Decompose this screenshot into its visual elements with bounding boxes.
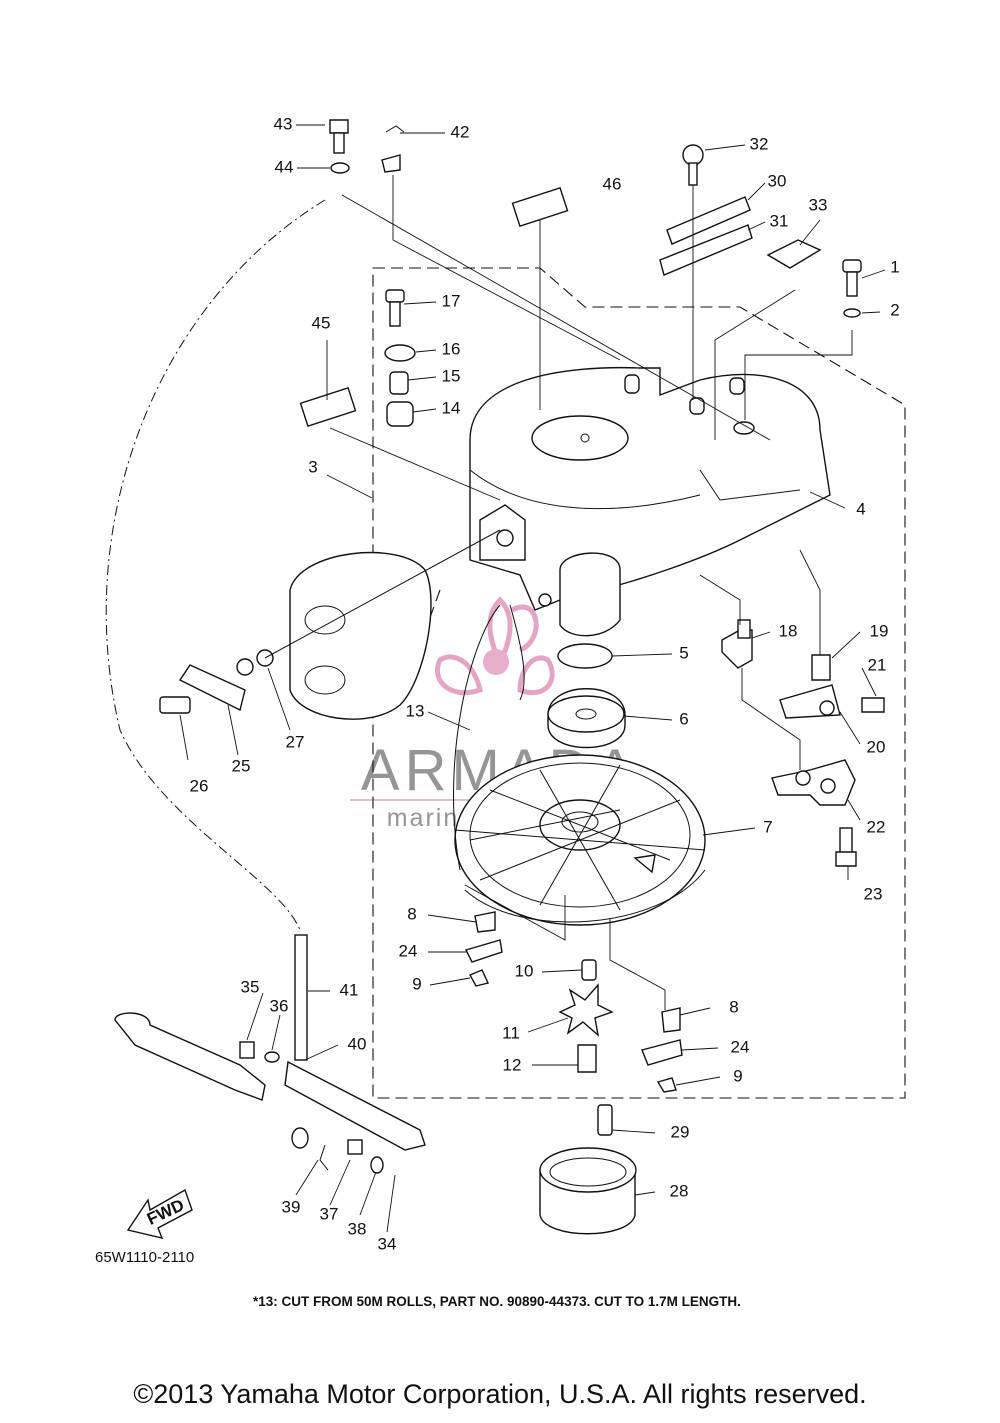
top-hardware (299, 119, 862, 428)
callout-40: 40 (348, 1034, 367, 1053)
callout-44: 44 (275, 157, 294, 176)
callout-33: 33 (809, 195, 828, 214)
drawing-code: 65W1110-2110 (95, 1249, 194, 1266)
callout-26: 26 (190, 776, 209, 795)
callout-37: 37 (320, 1204, 339, 1223)
callout-27: 27 (286, 732, 305, 751)
assembly-boundary (372, 267, 906, 1099)
propeller-hub-icon (483, 649, 509, 675)
starter-rope (453, 604, 525, 871)
callout-20: 20 (867, 737, 886, 756)
callout-5: 5 (679, 643, 688, 662)
rope-handle (159, 529, 501, 714)
callout-29: 29 (671, 1122, 690, 1141)
callout-32: 32 (750, 134, 769, 153)
callout-14: 14 (442, 398, 461, 417)
callout-8-lower: 8 (729, 997, 738, 1016)
callout-1: 1 (890, 257, 899, 276)
leader-lines (179, 124, 886, 1233)
part-callouts: 1 2 3 4 5 6 7 8 8 9 9 10 11 12 13 14 15 … (190, 114, 900, 1253)
sheave-drum (454, 754, 706, 926)
callout-30: 30 (768, 171, 787, 190)
callout-3: 3 (308, 457, 317, 476)
callout-46: 46 (603, 174, 622, 193)
callout-16: 16 (442, 339, 461, 358)
starter-housing (469, 366, 831, 637)
footnote: *13: CUT FROM 50M ROLLS, PART NO. 90890-… (253, 1294, 741, 1309)
callout-4: 4 (856, 499, 865, 518)
callout-19: 19 (870, 621, 889, 640)
copyright: ©2013 Yamaha Motor Corporation, U.S.A. A… (133, 1379, 866, 1409)
callout-7: 7 (763, 817, 772, 836)
callout-2: 2 (890, 300, 899, 319)
callout-24-upper: 24 (399, 941, 418, 960)
callout-45: 45 (312, 313, 331, 332)
cover-plate (539, 1104, 637, 1235)
callout-25: 25 (232, 756, 251, 775)
callout-6: 6 (679, 709, 688, 728)
handle-grip (289, 551, 432, 720)
callout-23: 23 (864, 884, 883, 903)
callout-12: 12 (503, 1055, 522, 1074)
callout-39: 39 (282, 1197, 301, 1216)
fwd-arrow-icon: FWD (126, 1188, 193, 1239)
callout-36: 36 (270, 996, 289, 1015)
throttle-linkage (114, 934, 426, 1174)
callout-31: 31 (770, 211, 789, 230)
callout-13: 13 (406, 701, 425, 720)
callout-10: 10 (515, 961, 534, 980)
lockout-parts (721, 619, 885, 867)
callout-41: 41 (340, 980, 359, 999)
callout-28: 28 (670, 1181, 689, 1200)
callout-21: 21 (868, 655, 887, 674)
ratchet-parts (464, 911, 683, 1093)
callout-22: 22 (867, 817, 886, 836)
starter-cable-line (105, 199, 326, 931)
callout-8-upper: 8 (407, 904, 416, 923)
callout-15: 15 (442, 366, 461, 385)
callout-24-lower: 24 (731, 1037, 750, 1056)
callout-17: 17 (442, 291, 461, 310)
callout-11: 11 (502, 1023, 520, 1042)
spiral-spring (547, 688, 626, 749)
callout-35: 35 (241, 977, 260, 996)
callout-9-upper: 9 (412, 974, 421, 993)
callout-9-lower: 9 (733, 1066, 742, 1085)
callout-34: 34 (378, 1234, 397, 1253)
callout-18: 18 (779, 621, 798, 640)
callout-43: 43 (274, 114, 293, 133)
callout-42: 42 (451, 122, 470, 141)
propeller-logo-icon (434, 596, 555, 696)
callout-38: 38 (348, 1219, 367, 1238)
pawl-retainer (557, 643, 613, 669)
